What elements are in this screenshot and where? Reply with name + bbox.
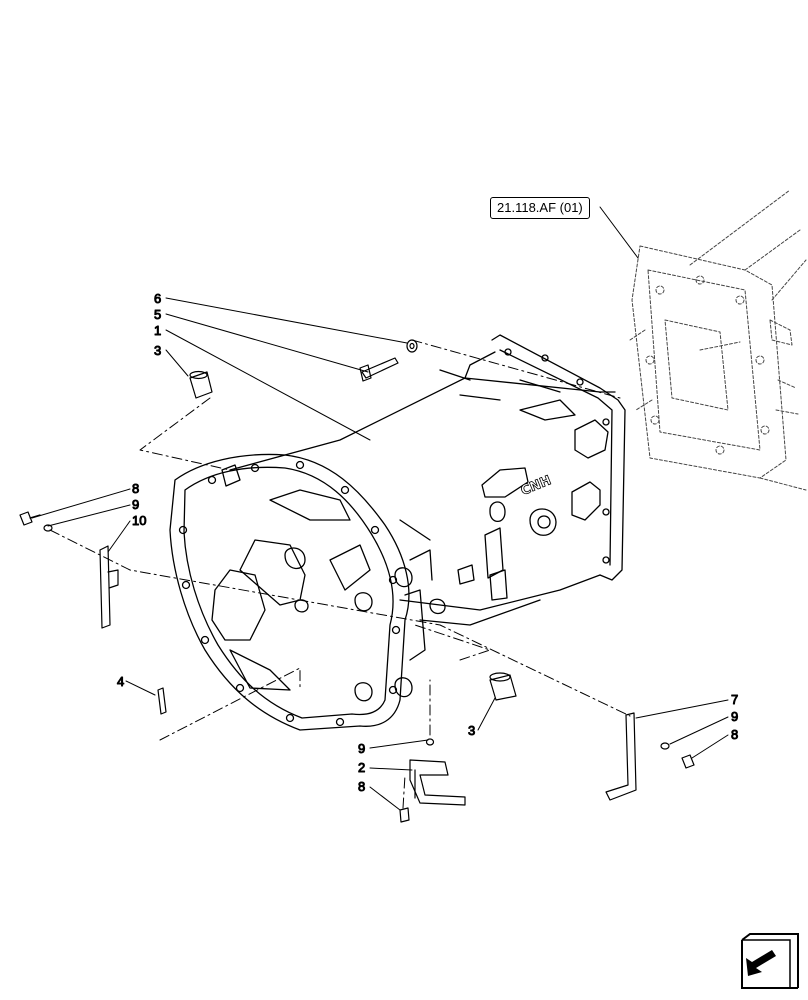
callout-7: 7 [731,692,738,707]
washer-6 [406,339,418,353]
bushing-3-lower [489,672,517,701]
callout-3-lower: 3 [468,723,475,738]
pin-4 [157,687,167,715]
callout-6: 6 [154,291,161,306]
callout-9-right: 9 [731,709,738,724]
callout-8-right: 8 [731,727,738,742]
callout-10: 10 [132,513,146,528]
callout-9-left: 9 [132,497,139,512]
bolt-5 [359,357,399,382]
next-page-button[interactable] [736,930,800,990]
bolt-8-mid [399,807,410,823]
bracket-10 [99,545,119,629]
callout-8-mid: 8 [358,779,365,794]
washer-9-right [660,742,670,750]
callout-2: 2 [358,760,365,775]
callout-4: 4 [117,674,124,689]
brand-mark: CNH [519,473,554,499]
callout-3-upper: 3 [154,343,161,358]
bolt-8-right [681,754,695,769]
washer-9-mid [425,738,435,746]
washer-9-left [43,524,53,532]
callout-9-mid: 9 [358,741,365,756]
bolt-8-left [19,511,41,526]
transmission-housing [169,334,626,731]
adjacent-housing-ghost [629,189,807,491]
next-page-arrow-icon [741,933,799,989]
callout-1: 1 [154,323,161,338]
assembly-centerlines [49,339,631,809]
bracket-2 [409,759,466,806]
reference-link-21-118-af[interactable]: 21.118.AF (01) [490,197,590,219]
leader-lines [31,206,729,811]
bracket-7 [605,712,637,801]
callout-labels: 6 5 1 3 8 9 10 4 9 2 8 3 7 9 8 [117,291,739,795]
callout-5: 5 [154,307,161,322]
bushing-3-upper [189,370,213,399]
callout-8-left: 8 [132,481,139,496]
